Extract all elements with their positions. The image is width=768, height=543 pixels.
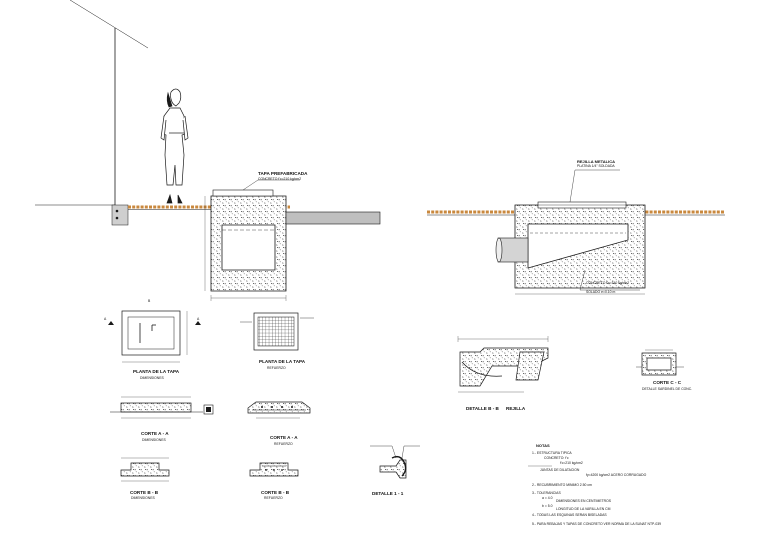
subtitle-planta-refuerzo: REFUERZO	[267, 366, 286, 370]
title-corte-bb-2: CORTE B - B	[261, 490, 290, 495]
title-corte-aa-1: CORTE A - A	[141, 431, 169, 436]
title-detalle-1-1: DETALLE 1 - 1	[372, 491, 404, 496]
label-channel-note: CONCRETO f'c=140 kg/cm2	[586, 281, 630, 285]
note-4: 4.- TODAS LAS ESQUINAS SERAN BISELADAS	[532, 513, 607, 517]
subtitle-corte-bb-1: DIMENSIONES	[131, 496, 155, 500]
title-planta-refuerzo: PLANTA DE LA TAPA	[259, 359, 306, 364]
note-3a: a = 4.0	[542, 496, 553, 500]
subtitle-corte-bb-2: REFUERZO	[264, 496, 283, 500]
note-3b: DIMENSIONES EN CENTIMETROS	[556, 499, 612, 503]
corte-bb-refuerzo	[249, 462, 299, 477]
subtitle-detalle-bb: REJILLA	[506, 406, 526, 411]
detalle-1-1	[370, 445, 420, 479]
corte-aa-dimensions	[110, 396, 214, 419]
note-5: 5.- PARA REBAJAS Y TAPAS DE CONCRETO VER…	[532, 522, 662, 526]
box-section-left	[204, 179, 381, 301]
note-1a: CONCRETO: f'c	[544, 456, 569, 460]
title-corte-bb-1: CORTE B - B	[130, 490, 159, 495]
person-silhouette	[160, 88, 189, 204]
label-channel-note2: SOLADO e=0.10 m	[586, 290, 616, 294]
title-corte-aa-2: CORTE A - A	[270, 435, 298, 440]
subtitle-corte-cc: DETALLE SARDINEL DE CONC.	[642, 387, 693, 391]
corte-aa-refuerzo	[247, 401, 311, 419]
detalle-bb-rejilla	[457, 336, 549, 393]
plan-tapa-dimensions	[108, 310, 201, 363]
subtitle-corte-aa-1: DIMENSIONES	[142, 438, 166, 442]
subtitle-corte-aa-2: REFUERZO	[274, 442, 293, 446]
wall-elevation	[35, 0, 149, 226]
note-2: 2.- RECUBRIMIENTO MINIMO 2.50 cm	[532, 483, 592, 487]
label-tapa: TAPA PREFABRICADA	[258, 171, 308, 176]
note-3c: b = 5.0	[542, 504, 553, 508]
title-detalle-bb: DETALLE B - B	[466, 406, 499, 411]
note-1: 1.- ESTRUCTURA TIPICA	[532, 451, 572, 455]
note-1d: fy=4200 kg/cm2 ACERO CORRUGADO	[586, 473, 647, 477]
note-3: 3.- TOLERANCIAS	[532, 491, 561, 495]
label-grille: REJILLA METALICA	[577, 159, 615, 164]
plan-tapa-refuerzo	[240, 312, 314, 351]
title-planta-tapa: PLANTA DE LA TAPA	[133, 369, 180, 374]
label-grille-sub: PLATINA 1/4" SOLDADA	[577, 164, 615, 168]
corte-bb-dimensions	[120, 457, 170, 482]
channel-section-right	[427, 169, 725, 295]
subtitle-planta-tapa: DIMENSIONES	[140, 376, 164, 380]
note-1c: JUNTAS DE DILATACION	[540, 468, 580, 472]
section-mark-a-left: A	[104, 317, 107, 321]
section-mark-a-right: A	[197, 317, 200, 321]
note-3d: LONGITUD DE LA VARILLA EN CM	[556, 507, 611, 511]
label-tapa-sub: CONCRETO f'c=210 kg/cm2	[258, 177, 302, 181]
corte-cc	[636, 349, 684, 376]
notes-heading: NOTAS	[536, 443, 550, 448]
title-corte-cc: CORTE C - C	[653, 380, 682, 385]
note-1b: f'c=210 kg/cm2	[560, 461, 583, 465]
section-mark-b-top: B	[148, 299, 151, 303]
